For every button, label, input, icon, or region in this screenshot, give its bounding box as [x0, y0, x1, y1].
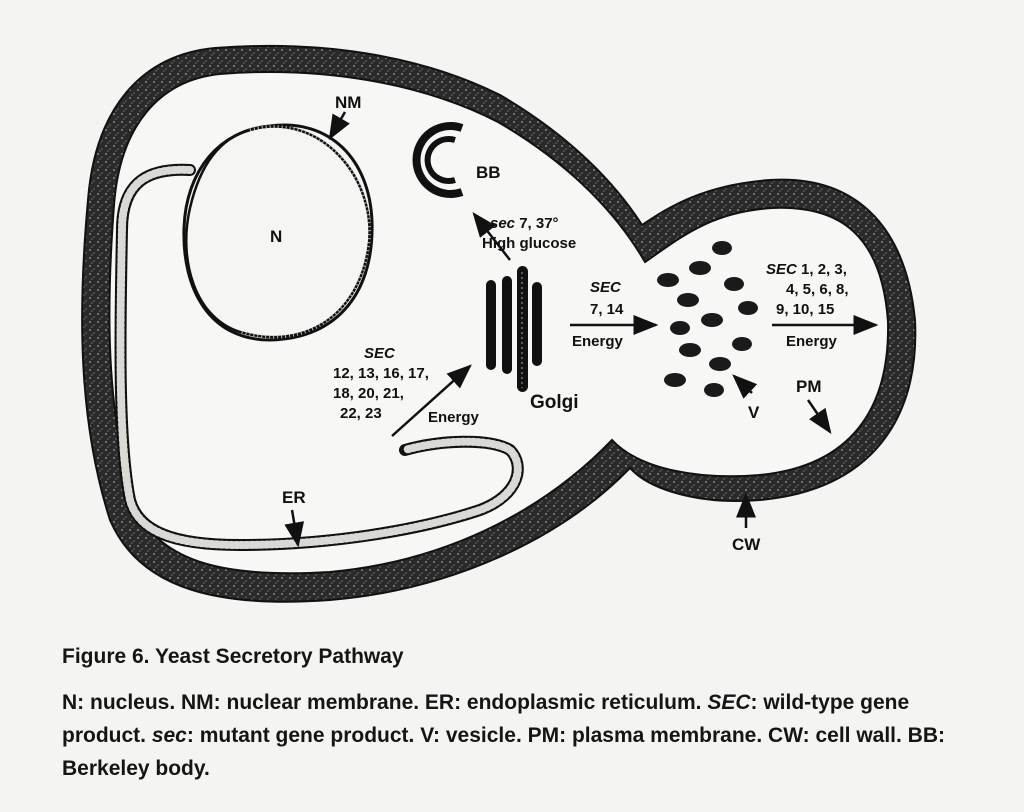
- caption-part: : mutant gene product. V: vesicle. PM: p…: [62, 724, 945, 780]
- caption-part: N: nucleus. NM: nuclear membrane. ER: en…: [62, 691, 708, 714]
- vesicle: [670, 321, 690, 335]
- vesicle: [701, 313, 723, 327]
- label-cw: CW: [732, 535, 761, 554]
- vesicles: [657, 241, 758, 397]
- label-nm: NM: [335, 93, 361, 112]
- caption-part: sec: [151, 724, 187, 747]
- label-golgi: Golgi: [530, 392, 579, 413]
- annotation-energy-right: Energy: [786, 333, 838, 350]
- annotation-sec-mid-title: SEC: [590, 279, 622, 296]
- vesicle: [689, 261, 711, 275]
- vesicle: [677, 293, 699, 307]
- annotation-sec-right-l1: 4, 5, 6, 8,: [786, 281, 849, 298]
- annotation-sec-left-l3: 22, 23: [340, 405, 382, 422]
- arrow-er-to-golgi: [391, 364, 472, 437]
- pointer-v: [732, 374, 758, 399]
- annotation-sec-right-l0: SEC 1, 2, 3,: [766, 261, 847, 278]
- vesicle: [732, 337, 752, 351]
- pathway-arrows: [284, 111, 879, 548]
- label-pm: PM: [796, 377, 822, 396]
- figure-title: Figure 6. Yeast Secretory Pathway: [62, 645, 404, 668]
- endoplasmic-reticulum: [114, 163, 524, 552]
- pointer-pm: [806, 399, 832, 435]
- vesicle: [738, 301, 758, 315]
- annotation-sec-right-l2: 9, 10, 15: [776, 301, 834, 318]
- berkeley-body: [412, 122, 464, 198]
- vesicle: [657, 273, 679, 287]
- annotation-sec-left-l1: 12, 13, 16, 17,: [333, 365, 429, 382]
- label-v: V: [748, 403, 760, 422]
- label-er: ER: [282, 488, 306, 507]
- caption-part: SEC: [707, 691, 751, 714]
- annotation-sec-left-l2: 18, 20, 21,: [333, 385, 404, 402]
- caption-part: : wild-type gene product.: [62, 691, 910, 747]
- nucleus: [182, 123, 374, 342]
- annotation-sec-mutant: sec 7, 37°: [490, 215, 559, 232]
- vesicle: [679, 343, 701, 357]
- vesicle: [724, 277, 744, 291]
- pointer-nm: [328, 111, 350, 141]
- label-bb: BB: [476, 163, 501, 182]
- annotation-sec-mid-l1: 7, 14: [590, 301, 624, 318]
- golgi-stacks: [486, 266, 542, 392]
- vesicle: [704, 383, 724, 397]
- figure-caption: N: nucleus. NM: nuclear membrane. ER: en…: [62, 686, 962, 785]
- label-n: N: [270, 227, 282, 246]
- vesicle: [712, 241, 732, 255]
- annotation-energy-mid: Energy: [572, 333, 624, 350]
- vesicle: [709, 357, 731, 371]
- annotation-energy-left: Energy: [428, 409, 480, 426]
- vesicle: [664, 373, 686, 387]
- arrow-golgi-to-bb: [472, 212, 511, 261]
- pointer-er: [284, 509, 305, 548]
- annotation-sec-left-title: SEC: [364, 345, 396, 362]
- annotation-high-glucose: High glucose: [482, 235, 576, 252]
